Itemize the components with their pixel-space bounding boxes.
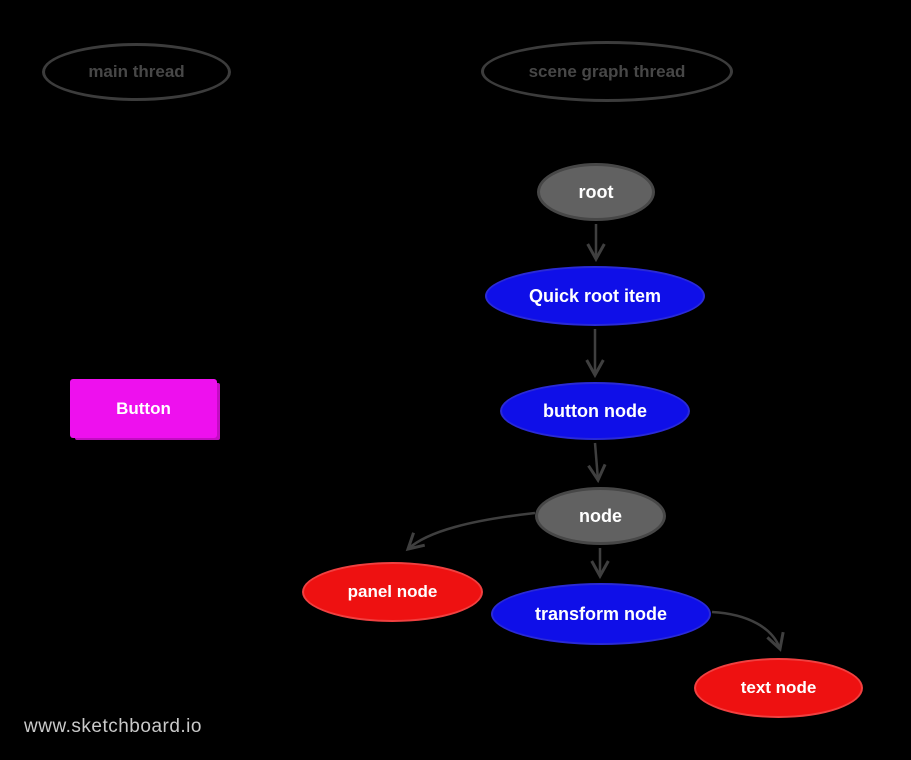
node-transform-node[interactable]: transform node — [491, 583, 711, 645]
node-transform-node-label: transform node — [534, 603, 667, 624]
node-root-label: root — [578, 181, 614, 202]
node-button-node[interactable]: button node — [500, 382, 690, 440]
node-text-node[interactable]: text node — [694, 658, 863, 718]
group-main-thread-label: main thread — [88, 62, 185, 81]
node-node-label: node — [579, 505, 622, 526]
sketchboard-watermark: www.sketchboard.io — [24, 716, 202, 737]
node-node[interactable]: node — [535, 487, 666, 545]
group-scene-graph-thread-label: scene graph thread — [528, 61, 686, 81]
group-main-thread[interactable]: main thread — [42, 43, 231, 101]
node-button-rectangle[interactable]: Button — [70, 379, 217, 438]
edge-node-to-panel-node — [405, 511, 536, 552]
node-panel-node-label: panel node — [347, 582, 438, 601]
node-panel-node[interactable]: panel node — [302, 562, 483, 622]
node-text-node-label: text node — [740, 678, 817, 697]
group-scene-graph-thread[interactable]: scene graph thread — [481, 41, 733, 102]
node-root[interactable]: root — [537, 163, 655, 221]
node-quick-root-item[interactable]: Quick root item — [485, 266, 705, 326]
node-button-node-label: button node — [543, 400, 647, 421]
node-button-rectangle-label: Button — [116, 398, 171, 418]
edge-transform-node-to-text-node — [711, 610, 785, 652]
node-quick-root-item-label: Quick root item — [528, 285, 662, 306]
edge-button-node-to-node — [587, 442, 607, 484]
